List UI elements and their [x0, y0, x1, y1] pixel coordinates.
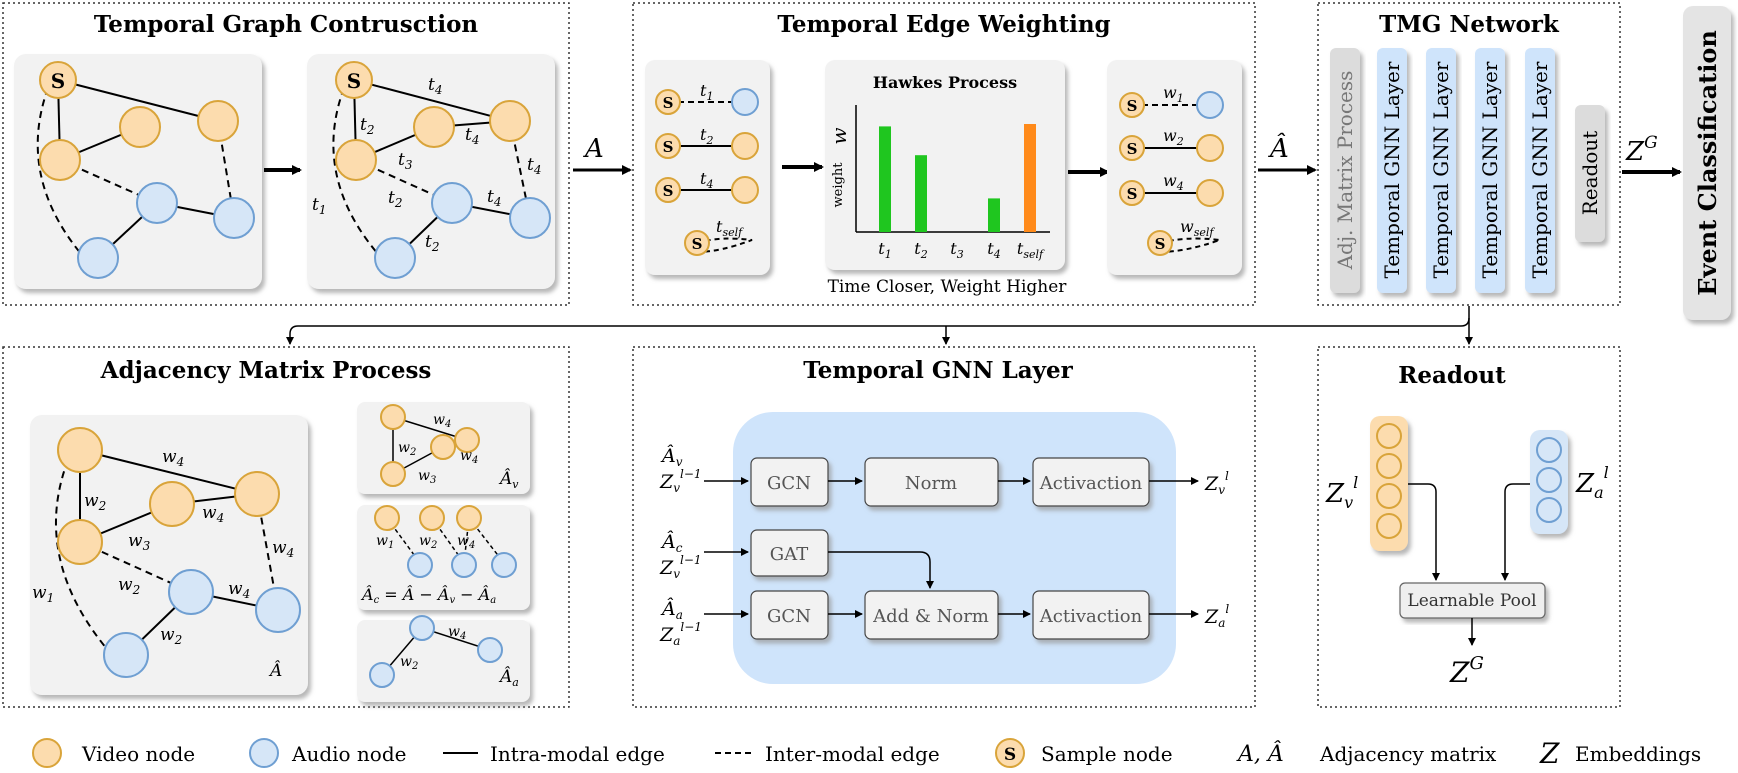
title-adjacency-matrix-process: Adjacency Matrix Process [100, 357, 432, 384]
legend-video: Video node [81, 742, 195, 766]
title-temporal-edge-weighting: Temporal Edge Weighting [777, 11, 1110, 38]
adjacency-full-graph: w4 w2 w3 w4 w4 w2 w4 w2 w1 Â [30, 415, 308, 695]
svg-text:S: S [1155, 235, 1166, 253]
hawkes-ylabel-w: w [827, 127, 851, 144]
hawkes-bar [1024, 124, 1036, 232]
gat-box: GAT [770, 544, 808, 565]
adjacency-video-subgraph: w4 w2 w3 w4 Âv [357, 402, 530, 494]
video-node [197, 100, 239, 142]
svg-text:Âv: Âv [660, 444, 683, 469]
svg-text:S: S [1127, 97, 1138, 115]
gcn-box-2: GCN [767, 606, 811, 627]
svg-text:S: S [663, 94, 674, 112]
svg-text:Âc: Âc [660, 530, 683, 555]
audio-node [77, 237, 119, 279]
svg-text:Zvl: Zvl [1325, 473, 1358, 512]
title-temporal-graph-construction: Temporal Graph Contrusction [94, 11, 479, 38]
legend-audio: Audio node [291, 742, 406, 766]
label-a-hat: Â [1268, 132, 1289, 164]
svg-text:S: S [1127, 140, 1138, 158]
graph-card-timed: S t4 t2 t3 t4 t4 t2 t4 t2 t1 [307, 54, 555, 289]
hawkes-caption: Time Closer, Weight Higher [828, 277, 1068, 297]
add-norm-box: Add & Norm [872, 606, 989, 627]
legend-adj-symbol: A, Â [1236, 740, 1284, 767]
tmg-gnn-layer-2: Temporal GNN Layer [1429, 61, 1453, 278]
tmg-gnn-layer-1: Temporal GNN Layer [1380, 61, 1404, 278]
panel-tmg-network [1317, 2, 1621, 306]
event-classification-box [1683, 6, 1731, 320]
sample-node [39, 61, 77, 99]
svg-text:S: S [1127, 185, 1138, 203]
svg-text:Zvl−1: Zvl−1 [659, 553, 702, 581]
legend-video-icon [32, 738, 62, 768]
svg-text:Âc = Â − Âv − Âa: Âc = Â − Âv − Âa [360, 584, 496, 606]
panel-readout [1317, 346, 1621, 708]
legend-adj: Adjacency matrix [1319, 742, 1497, 766]
tmg-adj-matrix-process: Adj. Matrix Process [1333, 71, 1357, 271]
hawkes-ylabel-weight: weight [831, 162, 846, 208]
edge-weight-card: S S S S w1 w2 w4 wself [1107, 60, 1242, 275]
activation-box-2: Activaction [1039, 606, 1143, 627]
panel-temporal-edge-weighting [632, 2, 1256, 306]
adjacency-cross-subgraph: w1 w2 w4 Âc = Â − Âv − Âa [357, 505, 530, 610]
svg-text:ZG: ZG [1449, 653, 1484, 689]
legend-audio-icon [249, 738, 279, 768]
tmg-gnn-layer-4: Temporal GNN Layer [1528, 61, 1552, 278]
title-temporal-gnn-layer: Temporal GNN Layer [803, 357, 1073, 384]
event-classification-label: Event Classification [1693, 30, 1722, 296]
legend: Video node Audio node Intra-modal edge I… [32, 737, 1701, 770]
title-tmg-network: TMG Network [1379, 11, 1560, 38]
svg-text:S: S [347, 69, 361, 93]
activation-box-1: Activaction [1039, 473, 1143, 494]
svg-text:S: S [692, 235, 703, 253]
legend-inter: Inter-modal edge [765, 742, 940, 766]
svg-text:Zvl: Zvl [1204, 469, 1229, 497]
hawkes-bar [879, 126, 891, 232]
label-zg: ZG [1625, 133, 1658, 167]
title-readout: Readout [1398, 362, 1506, 389]
legend-sample: Sample node [1041, 742, 1173, 766]
audio-node [213, 197, 255, 239]
readout-block: Zvl Zal Learnable Pool ZG [1325, 416, 1609, 689]
gcn-box-1: GCN [767, 473, 811, 494]
video-node [119, 106, 161, 148]
svg-text:S: S [663, 182, 674, 200]
tmg-network-stack: Adj. Matrix Process Temporal GNN Layer T… [1330, 48, 1605, 293]
hawkes-bar [988, 198, 1000, 232]
hawkes-bar [915, 155, 927, 232]
legend-sample-icon [995, 738, 1025, 768]
temporal-gnn-layer-block: Âv Zvl−1 Âc Zvl−1 Âa Zal−1 GCN Norm Acti… [659, 412, 1229, 684]
svg-text:Zvl−1: Zvl−1 [659, 467, 702, 495]
svg-text:S: S [663, 138, 674, 156]
tmg-readout: Readout [1578, 131, 1602, 216]
graph-card-untimed: S [14, 54, 262, 289]
edge-time-card: S S S S t1 t2 t4 tself [645, 60, 770, 275]
svg-text:Zal: Zal [1204, 602, 1229, 630]
svg-text:Â: Â [268, 660, 282, 681]
video-node [39, 139, 81, 181]
norm-box: Norm [905, 473, 957, 494]
legend-intra: Intra-modal edge [490, 742, 665, 766]
svg-text:Zal−1: Zal−1 [659, 620, 702, 648]
legend-emb: Embeddings [1575, 742, 1701, 766]
panel-adjacency-matrix-process [2, 346, 570, 708]
audio-node [136, 182, 178, 224]
svg-text:Âa: Âa [660, 597, 683, 622]
adjacency-audio-subgraph: w4 w2 Âa [357, 615, 530, 702]
panel-temporal-graph-construction [2, 2, 570, 306]
hawkes-process-chart: Hawkes Process w weight t1 t2 t3 t4 tsel… [825, 60, 1067, 297]
legend-z-symbol: Z [1539, 737, 1560, 770]
learnable-pool-label: Learnable Pool [1407, 591, 1536, 611]
legend-sample-glyph: S [1004, 745, 1016, 765]
svg-text:Zal: Zal [1575, 463, 1609, 502]
hawkes-title: Hawkes Process [873, 73, 1017, 92]
tmg-gnn-layer-3: Temporal GNN Layer [1478, 61, 1502, 278]
panel-temporal-gnn-layer [632, 346, 1256, 708]
label-a: A [583, 134, 604, 164]
svg-text:S: S [51, 69, 65, 93]
